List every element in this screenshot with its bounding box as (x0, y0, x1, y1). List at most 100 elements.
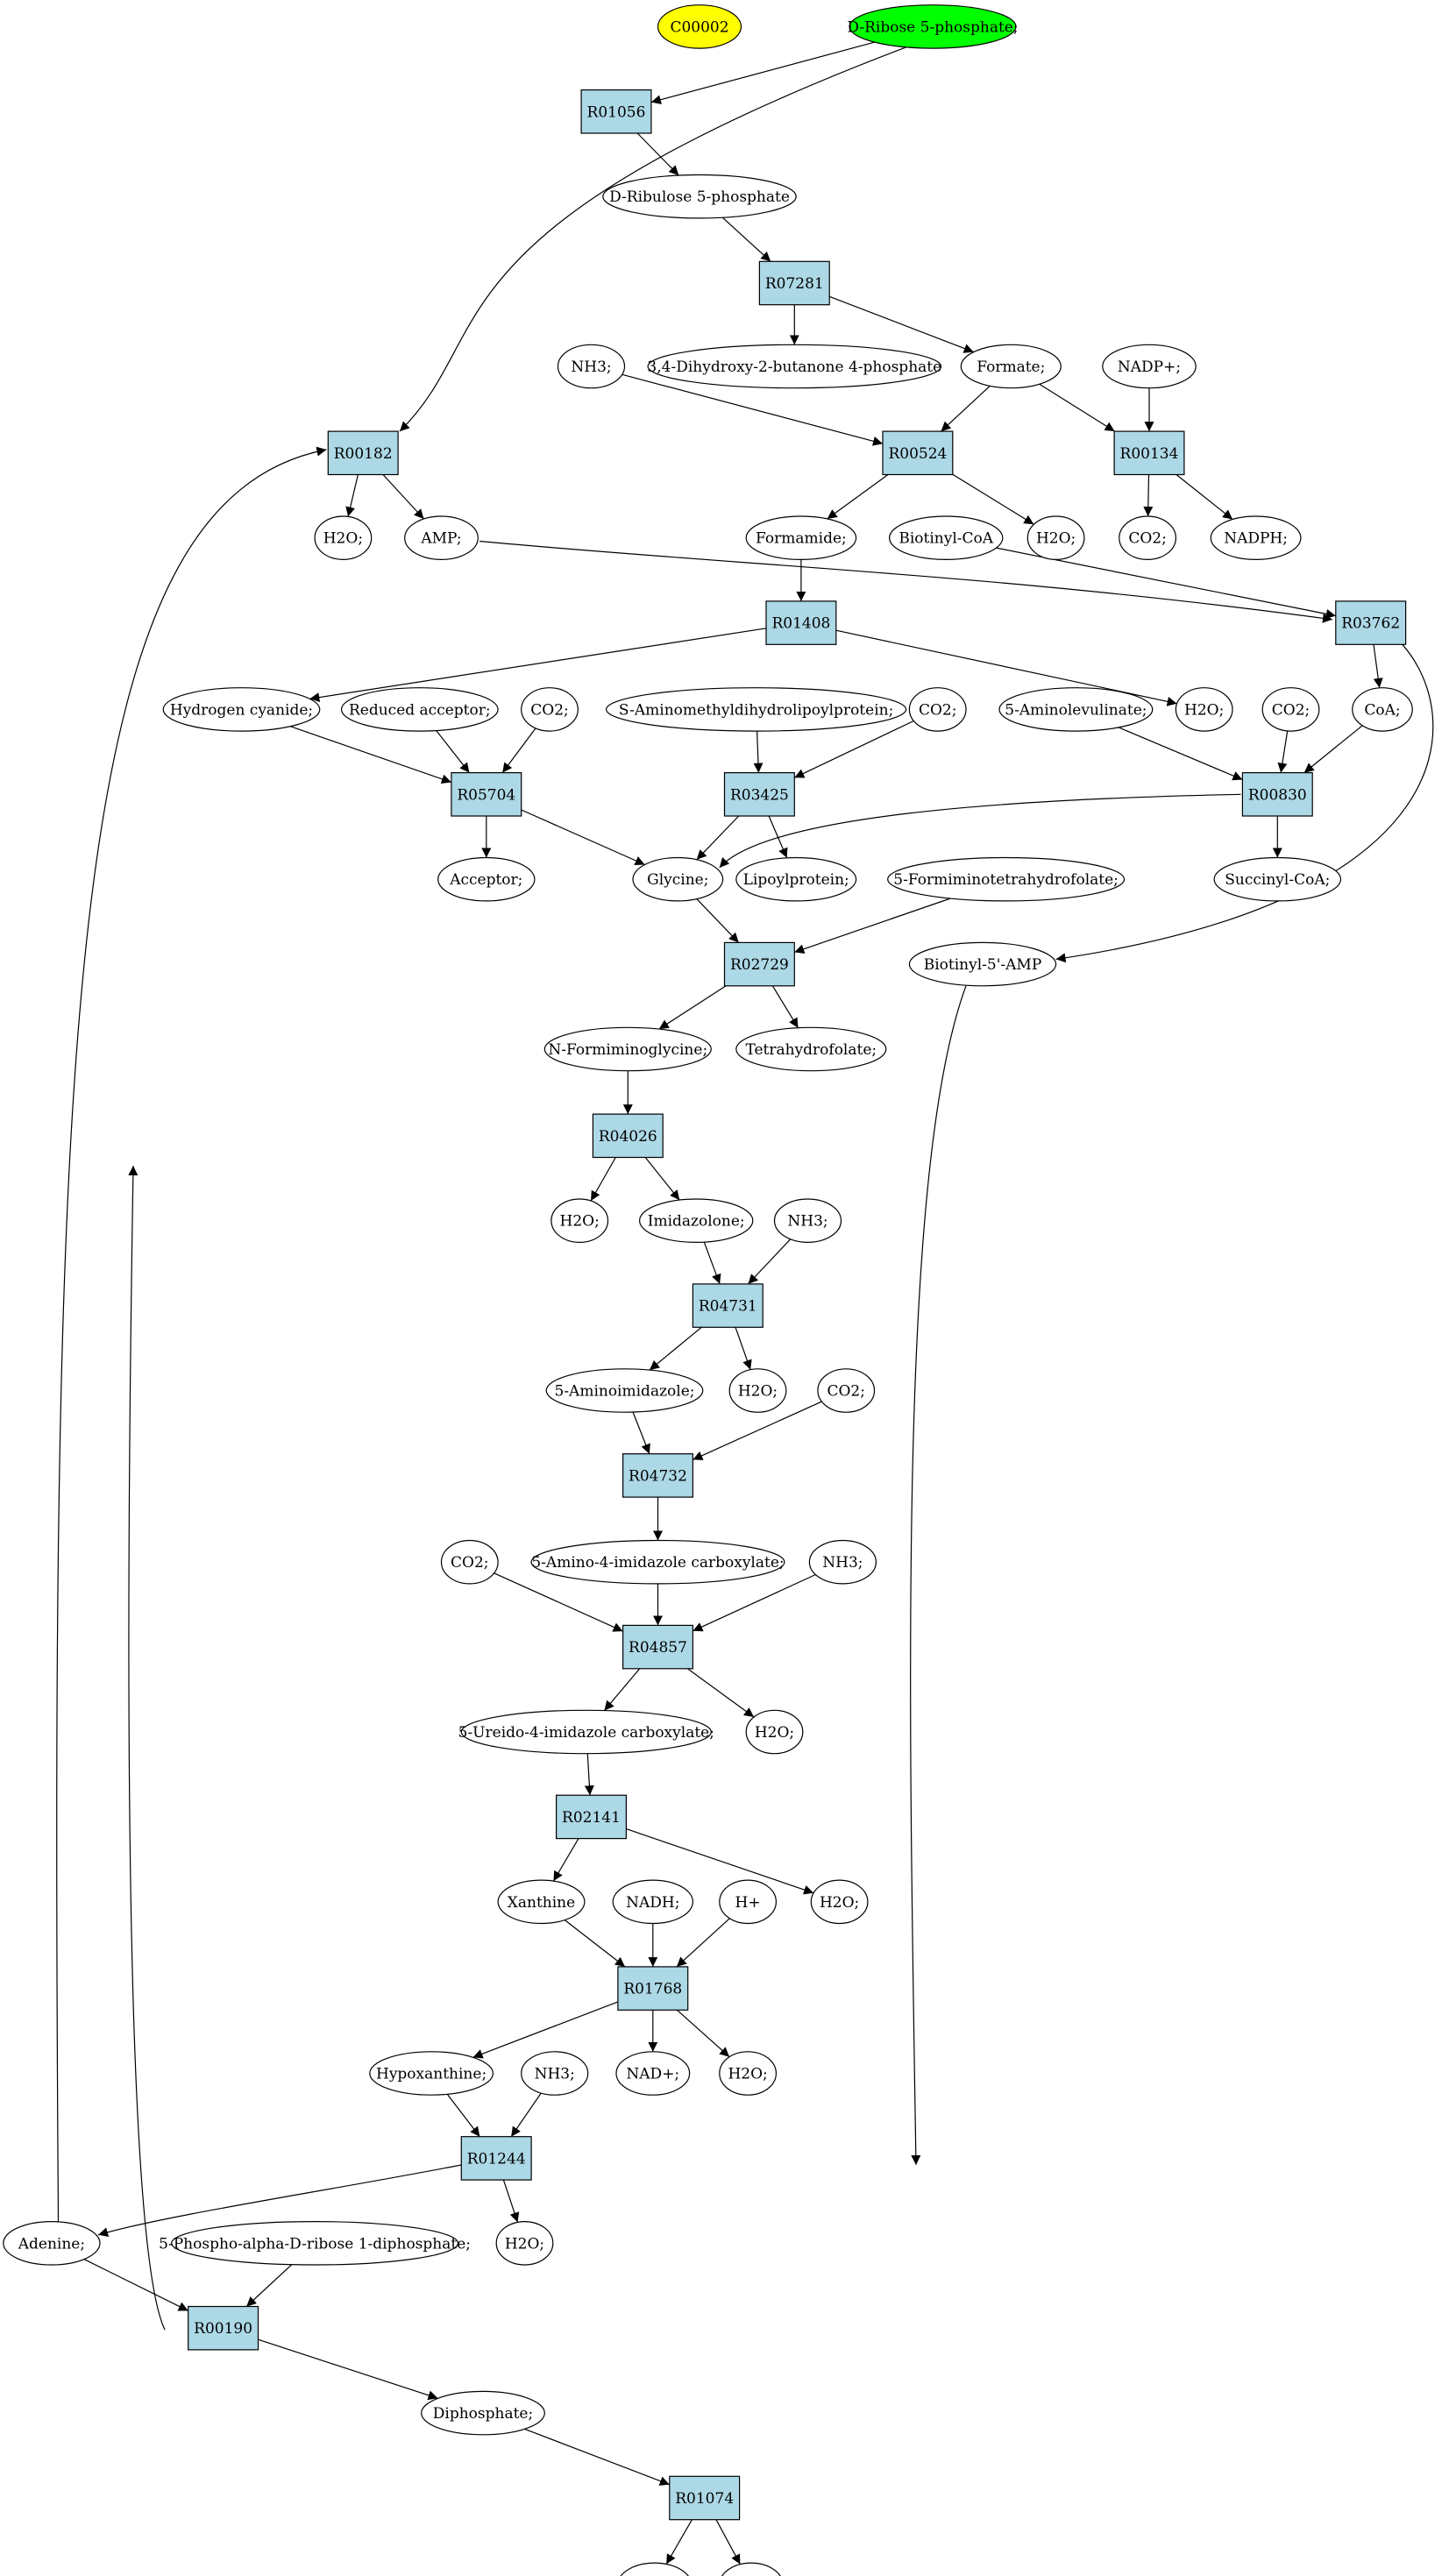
node-ribulose5p[interactable]: D-Ribulose 5-phosphate (602, 174, 797, 219)
node-formate[interactable]: Formate; (960, 344, 1062, 389)
node-nadh[interactable]: NADH; (612, 1879, 694, 1925)
node-label: R00830 (1248, 786, 1307, 804)
node-adenine[interactable]: Adenine; (3, 2221, 101, 2266)
node-c00002[interactable]: C00002 (657, 4, 742, 49)
reaction-box (617, 1966, 689, 2011)
node-r00182[interactable]: R00182 (327, 430, 399, 476)
node-xanthine[interactable]: Xanthine (497, 1879, 586, 1925)
node-r07281[interactable]: R07281 (758, 260, 830, 306)
node-nad[interactable]: NAD+; (615, 2051, 691, 2096)
edge-co2_f-to-r04857 (494, 1572, 623, 1632)
node-h2o_h[interactable]: H2O; (719, 2051, 777, 2096)
edge-r03425-to-lipoylprotein (768, 815, 788, 859)
node-nh3_d[interactable]: NH3; (521, 2051, 589, 2096)
node-r01074[interactable]: R01074 (669, 2475, 741, 2521)
edge-r00190-to-amp (128, 1165, 166, 2331)
node-r02729[interactable]: R02729 (723, 941, 795, 987)
node-r01408[interactable]: R01408 (765, 600, 837, 645)
node-prpp[interactable]: 5-Phospho-alpha-D-ribose 1-diphosphate; (159, 2221, 471, 2266)
node-h2o_g[interactable]: H2O; (810, 1879, 869, 1925)
node-co2_f[interactable]: CO2; (440, 1539, 499, 1585)
node-label: Tetrahydrofolate; (745, 1041, 877, 1059)
node-r04857[interactable]: R04857 (622, 1624, 693, 1670)
node-hypoxanthine[interactable]: Hypoxanthine; (369, 2051, 494, 2096)
reaction-box (669, 2475, 741, 2521)
node-r01768[interactable]: R01768 (617, 1966, 689, 2011)
node-aminoimidazolecarb[interactable]: 5-Amino-4-imidazole carboxylate; (530, 1539, 785, 1585)
edge-biotinylamp-to-r01074 (910, 985, 967, 2166)
node-coa[interactable]: CoA; (1352, 687, 1413, 732)
node-label: Formamide; (756, 530, 847, 548)
node-aminoimidazole[interactable]: 5-Aminoimidazole; (545, 1368, 704, 1413)
edge-coa-to-r00830 (1303, 725, 1363, 774)
node-co2_b[interactable]: CO2; (521, 687, 579, 732)
node-nh3_a[interactable]: NH3; (557, 344, 626, 389)
node-h2o_f[interactable]: H2O; (745, 1709, 804, 1755)
node-biotin[interactable]: Biotin; (618, 2562, 692, 2576)
node-label: Hydrogen cyanide; (170, 701, 313, 719)
node-acceptor[interactable]: Acceptor; (437, 856, 536, 902)
edge-r04026-to-imidazolone (644, 1157, 680, 1201)
node-r00830[interactable]: R00830 (1241, 771, 1313, 817)
node-biotinylcoa[interactable]: Biotinyl-CoA (888, 515, 1004, 561)
node-start[interactable]: D-Ribose 5-phosphate; (847, 4, 1019, 49)
node-imidazolone[interactable]: Imidazolone; (639, 1198, 754, 1244)
node-h2o_c[interactable]: H2O; (1175, 687, 1233, 732)
node-nadph[interactable]: NADPH; (1210, 515, 1302, 561)
compound-ellipse (1102, 344, 1197, 389)
edge-nh3_a-to-r00524 (622, 373, 884, 446)
node-biotinylamp[interactable]: Biotinyl-5'-AMP (908, 941, 1057, 987)
node-label: R00524 (888, 445, 947, 463)
node-nadp[interactable]: NADP+; (1102, 344, 1197, 389)
compound-ellipse (721, 2562, 781, 2576)
node-succinylcoa[interactable]: Succinyl-CoA; (1213, 856, 1342, 902)
compound-ellipse (495, 2221, 554, 2266)
node-h2o_b[interactable]: H2O; (1026, 515, 1085, 561)
node-r00524[interactable]: R00524 (882, 430, 954, 476)
edge-formiminothf-to-r02729 (794, 898, 951, 954)
node-r01056[interactable]: R01056 (580, 89, 652, 134)
node-r05704[interactable]: R05704 (451, 771, 522, 817)
node-r01244[interactable]: R01244 (460, 2136, 532, 2181)
node-r02141[interactable]: R02141 (555, 1794, 627, 1840)
node-co2_c[interactable]: CO2; (908, 687, 967, 732)
node-hplus[interactable]: H+ (719, 1879, 777, 1925)
node-ala5[interactable]: 5-Aminolevulinate; (998, 687, 1154, 732)
node-co2_e[interactable]: CO2; (817, 1368, 876, 1413)
node-redacc[interactable]: Reduced acceptor; (340, 687, 499, 732)
node-hcn[interactable]: Hydrogen cyanide; (162, 687, 321, 732)
node-nformiminoglycine[interactable]: N-Formiminoglycine; (543, 1026, 712, 1072)
node-co2_d[interactable]: CO2; (1261, 687, 1320, 732)
edge-co2_c-to-r03425 (794, 720, 914, 778)
node-nh3_b[interactable]: NH3; (773, 1198, 842, 1244)
node-h2o_i[interactable]: H2O; (495, 2221, 554, 2266)
edge-r01056-to-ribulose5p (636, 132, 679, 176)
node-thf[interactable]: Tetrahydrofolate; (735, 1026, 887, 1072)
node-r00190[interactable]: R00190 (188, 2305, 259, 2351)
node-r04732[interactable]: R04732 (622, 1453, 693, 1498)
node-h2o_d[interactable]: H2O; (550, 1198, 609, 1244)
node-samdlp[interactable]: S-Aminomethyldihydrolipoylprotein; (605, 687, 907, 732)
node-lipoylprotein[interactable]: Lipoylprotein; (735, 856, 857, 902)
node-ureidoimidazolecarb[interactable]: 5-Ureido-4-imidazole carboxylate; (458, 1709, 714, 1755)
node-atp[interactable]: ATP; (720, 2562, 783, 2576)
node-r03762[interactable]: R03762 (1335, 600, 1407, 645)
node-diphosphate[interactable]: Diphosphate; (421, 2390, 545, 2436)
node-r04026[interactable]: R04026 (592, 1113, 664, 1159)
node-label: Diphosphate; (433, 2405, 533, 2423)
edge-r00524-to-formamide (827, 474, 889, 520)
compound-ellipse (440, 1539, 499, 1585)
node-nh3_c[interactable]: NH3; (808, 1539, 877, 1585)
node-h2o_a[interactable]: H2O; (314, 515, 373, 561)
node-formamide[interactable]: Formamide; (745, 515, 857, 561)
node-glycine[interactable]: Glycine; (632, 856, 724, 902)
node-dihydroxybutanone[interactable]: 3,4-Dihydroxy-2-butanone 4-phosphate (647, 344, 941, 389)
node-formiminothf[interactable]: 5-Formiminotetrahydrofolate; (887, 856, 1126, 902)
reaction-box (460, 2136, 532, 2181)
node-amp[interactable]: AMP; (404, 515, 479, 561)
node-r04731[interactable]: R04731 (692, 1283, 764, 1328)
node-r03425[interactable]: R03425 (723, 771, 795, 817)
node-co2_a[interactable]: CO2; (1119, 515, 1176, 561)
node-r00134[interactable]: R00134 (1113, 430, 1185, 476)
node-h2o_e[interactable]: H2O; (728, 1368, 787, 1413)
